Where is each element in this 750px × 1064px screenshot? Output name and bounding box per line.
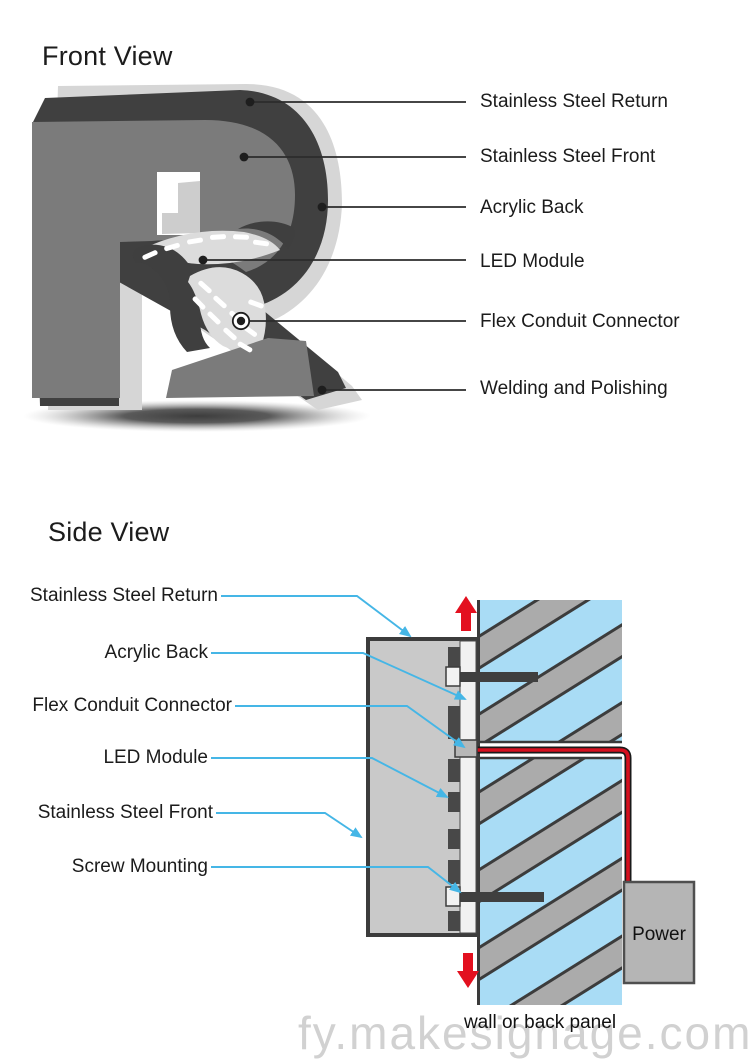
power-label: Power: [632, 924, 686, 945]
letter-peel-curl: [132, 244, 210, 352]
power-supply-box: [622, 880, 696, 985]
acrylic-back-strip: [459, 640, 477, 934]
screw-top: [445, 666, 538, 687]
front-view-leader-lines: [203, 101, 466, 391]
letter-counter-acrylic-edge: [162, 181, 200, 234]
wall-caption: wall or back panel: [463, 1012, 617, 1033]
label-front-stainless-steel-front: Stainless Steel Front: [480, 146, 656, 167]
label-side-acrylic-back: Acrylic Back: [104, 642, 208, 663]
label-side-stainless-steel-return: Stainless Steel Return: [30, 585, 218, 606]
letter-leg-front-face: [166, 338, 314, 398]
label-side-flex-conduit-connector: Flex Conduit Connector: [32, 695, 232, 716]
side-view-leader-lines: [211, 595, 467, 894]
letter-peel-flap: [238, 221, 295, 249]
wall-lower-section: [479, 757, 622, 1005]
flex-conduit-ring-dot: [231, 311, 251, 331]
label-front-welding-and-polishing: Welding and Polishing: [480, 378, 668, 399]
led-modules-side: [448, 647, 460, 931]
side-view-diagram: [211, 595, 696, 1005]
red-arrow-down: [457, 953, 479, 988]
label-side-led-module: LED Module: [103, 747, 208, 768]
front-view-title: Front View: [42, 41, 173, 71]
led-dashes: [142, 234, 269, 353]
watermark: fy.makesignage.com: [298, 1007, 750, 1059]
label-side-stainless-steel-front: Stainless Steel Front: [37, 802, 213, 823]
label-front-acrylic-back: Acrylic Back: [480, 197, 584, 218]
label-front-flex-conduit-connector: Flex Conduit Connector: [480, 311, 680, 332]
label-front-stainless-steel-return: Stainless Steel Return: [480, 91, 668, 112]
power-wire: [470, 746, 632, 881]
wall-upper-section: [479, 600, 622, 743]
letter-steel-front-face: [32, 120, 295, 398]
front-view-leader-dots: [198, 97, 327, 395]
front-view-letter-illustration: [23, 84, 466, 432]
side-view-title: Side View: [48, 517, 170, 547]
label-front-led-module: LED Module: [480, 251, 585, 272]
red-arrow-up: [455, 596, 477, 631]
label-side-screw-mounting: Screw Mounting: [71, 856, 208, 877]
